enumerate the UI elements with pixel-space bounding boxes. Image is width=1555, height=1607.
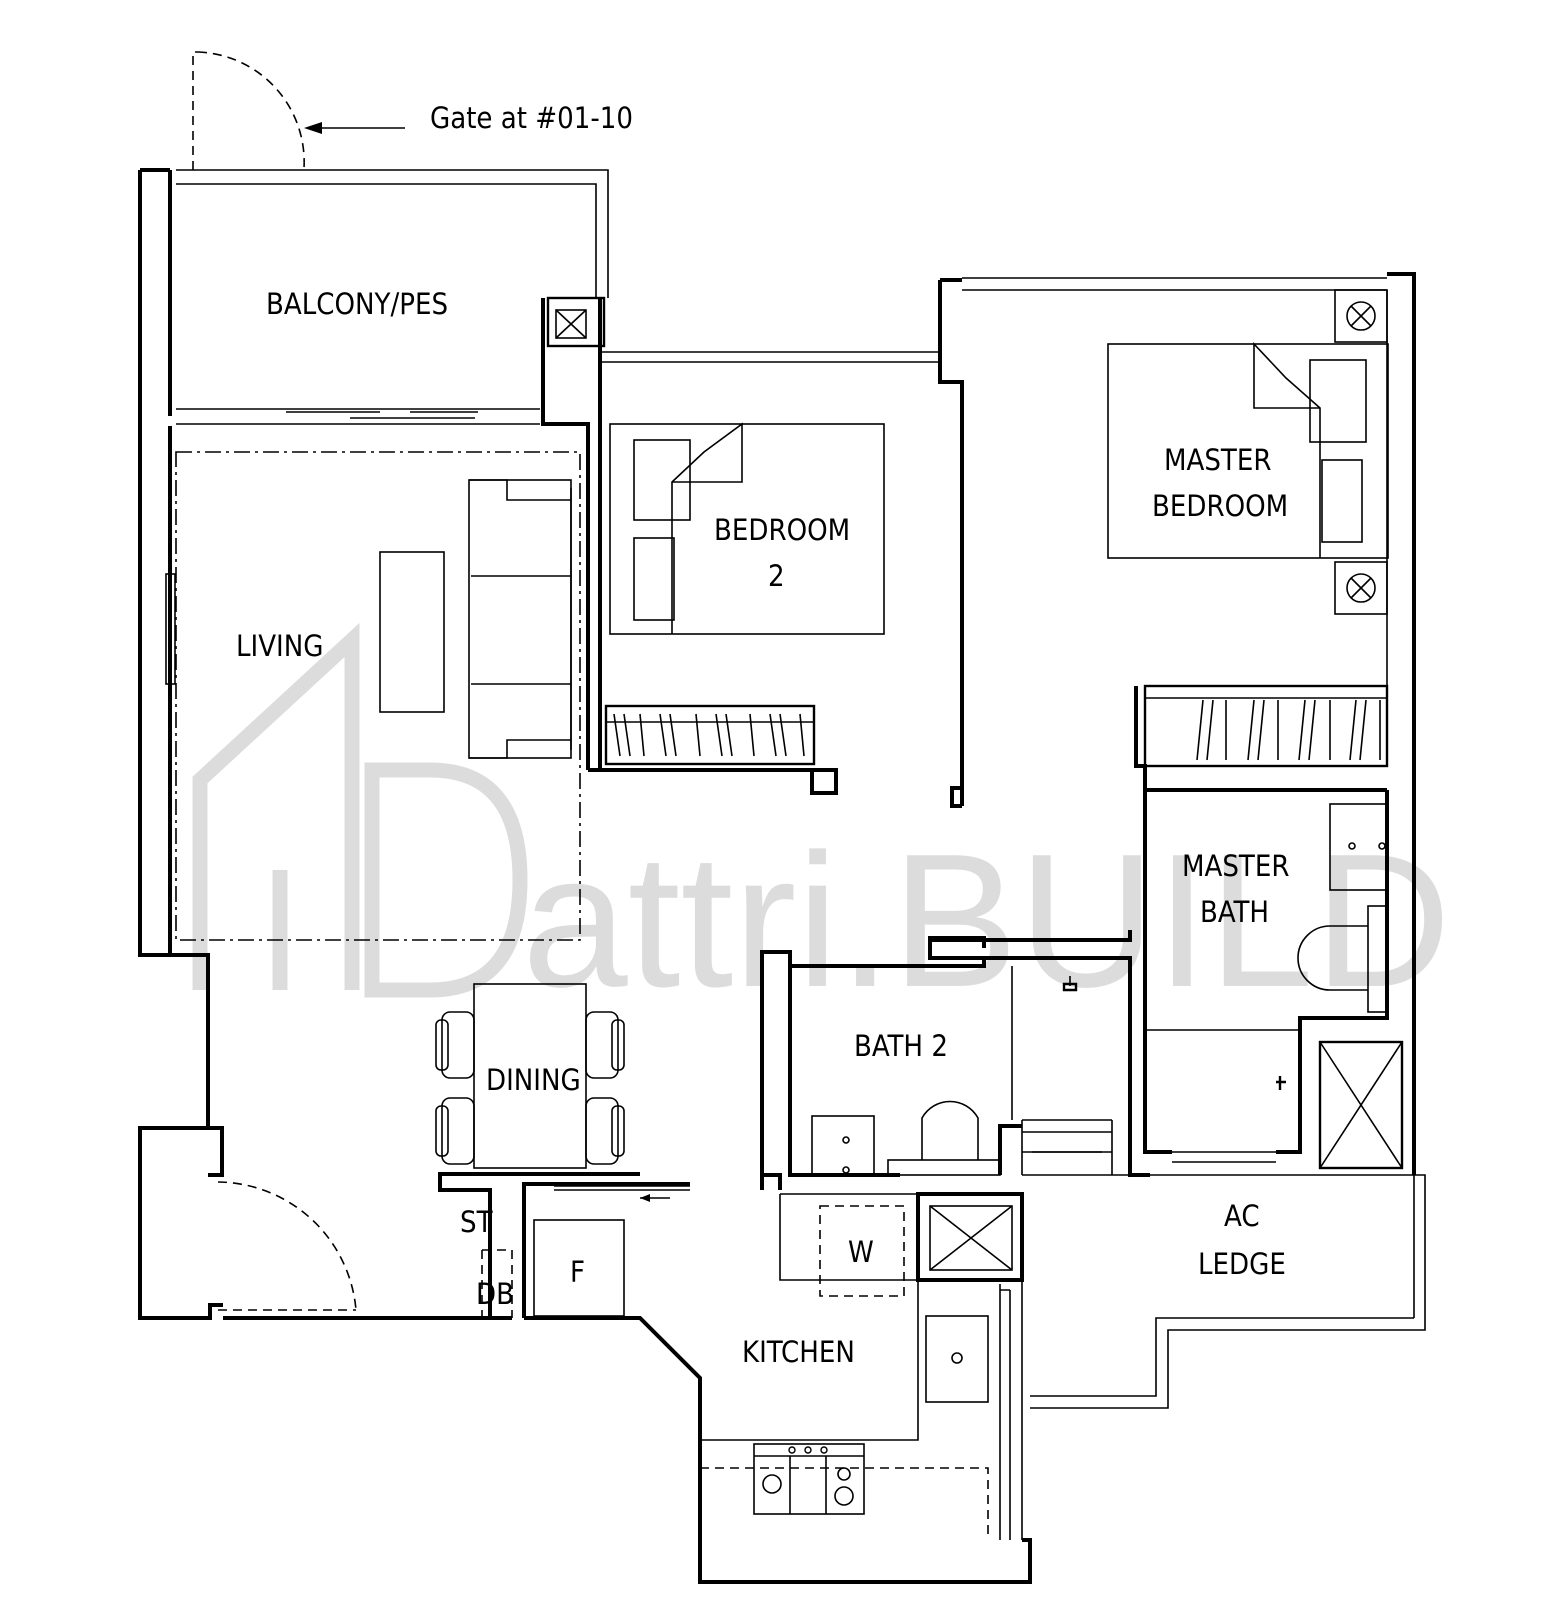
sofa	[468, 479, 572, 759]
dining-label: DINING	[486, 1063, 581, 1097]
master-bedroom-label-line2: BEDROOM	[1152, 489, 1288, 523]
washer-label: W	[848, 1235, 874, 1269]
bedroom-2	[588, 278, 964, 808]
master-shower	[1318, 1040, 1404, 1170]
db-label: DB	[476, 1277, 514, 1311]
wardrobe-bedroom-2	[604, 704, 816, 766]
dining-area	[435, 983, 625, 1169]
bedroom-2-label-line1: BEDROOM	[714, 513, 850, 547]
cooktop	[753, 1443, 865, 1515]
fridge	[533, 1219, 625, 1317]
watermark-logo: attri.BUILD	[192, 622, 1451, 1027]
ac-ledge	[1009, 1174, 1426, 1540]
coffee-table	[379, 551, 445, 713]
watermark-text: attri.BUILD	[522, 815, 1451, 1027]
kitchen-sink	[925, 1315, 989, 1403]
living-room	[165, 298, 590, 941]
ac-ledge-label-line2: LEDGE	[1198, 1247, 1286, 1281]
master-bath-label-line2: BATH	[1200, 895, 1269, 929]
master-bath-toilet	[1297, 905, 1388, 1013]
master-bath-sink	[1329, 803, 1389, 891]
dining-table	[473, 983, 587, 1169]
room-labels: Gate at #01-10 BALCONY/PES LIVING BEDROO…	[236, 101, 1289, 1369]
bath-2-toilet	[887, 1100, 1001, 1176]
exterior-walls	[138, 168, 512, 1320]
entrance-door	[217, 1181, 357, 1311]
dining-chairs	[435, 1011, 625, 1165]
fridge-label: F	[570, 1255, 585, 1289]
bath-2	[760, 930, 1150, 1190]
service-duct	[916, 1192, 1024, 1282]
kitchen	[438, 1172, 1032, 1584]
master-bed	[1107, 341, 1389, 559]
master-bath-label-line1: MASTER	[1182, 849, 1289, 883]
gate-label: Gate at #01-10	[430, 101, 633, 135]
ac-ledge-label-line1: AC	[1224, 1199, 1260, 1233]
master-bedroom-label-line1: MASTER	[1164, 443, 1271, 477]
wardrobe-master	[1134, 684, 1389, 792]
balcony-walls	[168, 169, 609, 425]
bed-2	[609, 422, 885, 635]
bath-2-sink	[811, 1115, 875, 1177]
master-bath	[1143, 790, 1404, 1170]
balcony-label: BALCONY/PES	[266, 287, 448, 321]
gate-door	[192, 51, 405, 170]
store-label: ST	[460, 1205, 494, 1239]
living-label: LIVING	[236, 629, 323, 663]
store-room	[481, 1249, 513, 1318]
washer	[819, 1205, 905, 1297]
kitchen-label: KITCHEN	[742, 1335, 855, 1369]
master-bedroom	[962, 272, 1416, 1175]
bedroom-2-label-line2: 2	[768, 559, 785, 593]
bath-2-label: BATH 2	[854, 1029, 948, 1063]
